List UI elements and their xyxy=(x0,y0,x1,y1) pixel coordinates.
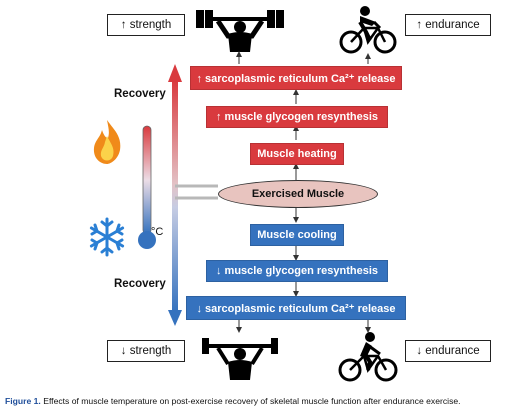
snowflake-icon xyxy=(89,217,125,257)
endurance-down-box: ↓ endurance xyxy=(405,340,491,362)
figure-caption: Figure 1. Effects of muscle temperature … xyxy=(5,396,461,406)
endurance-up-box: ↑ endurance xyxy=(405,14,491,36)
recovery-label-top: Recovery xyxy=(114,88,166,100)
flame-icon xyxy=(93,120,121,164)
glycogen-resynthesis-down: ↓ muscle glycogen resynthesis xyxy=(206,260,388,282)
thermometer-unit: °C xyxy=(151,226,164,238)
cyclist-icon xyxy=(339,6,397,54)
caption-text: Effects of muscle temperature on post-ex… xyxy=(43,396,461,406)
weightlifter-icon-bottom xyxy=(202,338,278,380)
recovery-label-bottom: Recovery xyxy=(114,278,166,290)
muscle-cooling: Muscle cooling xyxy=(250,224,344,246)
exercised-muscle-node: Exercised Muscle xyxy=(218,180,378,208)
weightlifter-icon xyxy=(196,10,284,52)
thermometer-icon xyxy=(138,125,156,249)
strength-down-box: ↓ strength xyxy=(107,340,185,362)
glycogen-resynthesis-up: ↑ muscle glycogen resynthesis xyxy=(206,106,388,128)
strength-up-box: ↑ strength xyxy=(107,14,185,36)
cyclist-icon-bottom xyxy=(338,332,398,382)
sr-calcium-release-up: ↑ sarcoplasmic reticulum Ca²⁺ release xyxy=(190,66,402,90)
muscle-heating: Muscle heating xyxy=(250,143,344,165)
sr-calcium-release-down: ↓ sarcoplasmic reticulum Ca²⁺ release xyxy=(186,296,406,320)
caption-label: Figure 1. xyxy=(5,396,41,406)
